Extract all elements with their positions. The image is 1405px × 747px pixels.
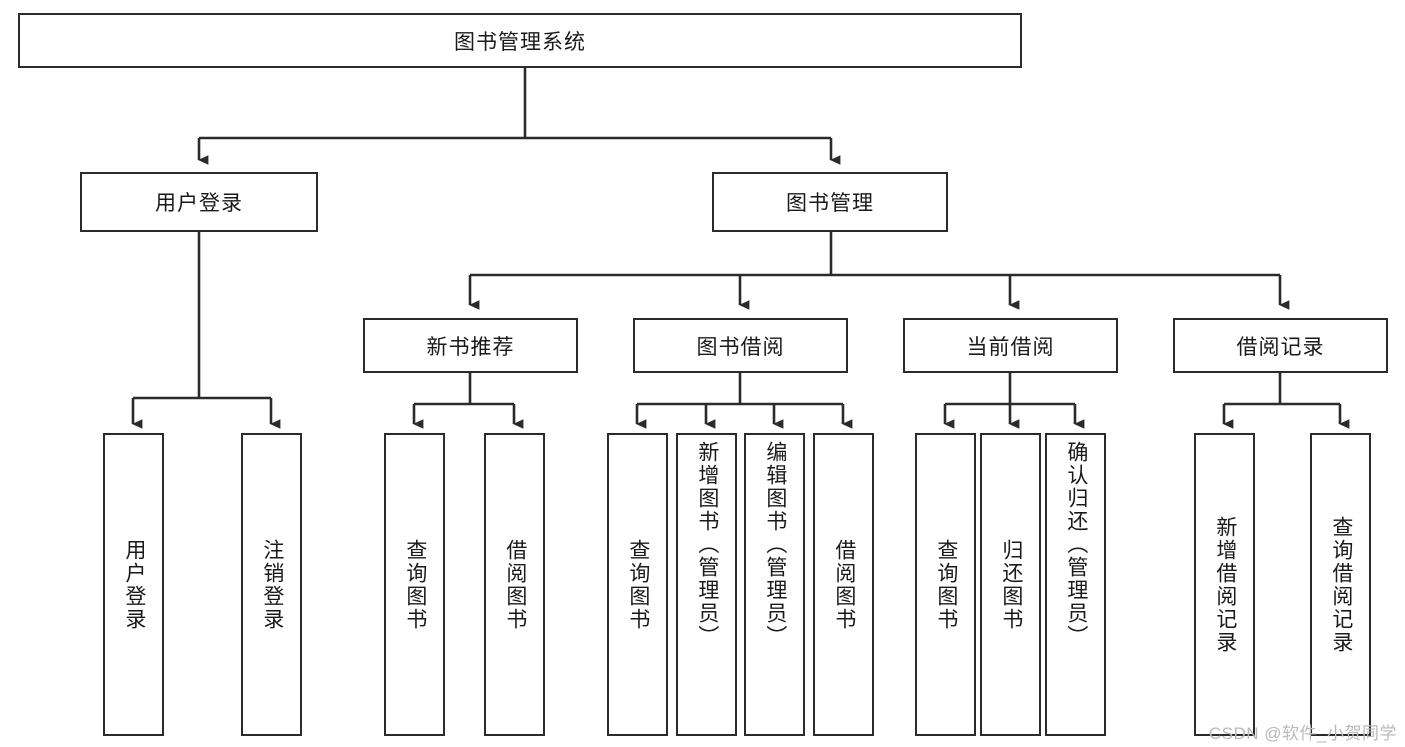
node-current-borrowing-label: 当前借阅 bbox=[966, 335, 1055, 359]
leaf-return-book-label: 归还图书 bbox=[999, 538, 1023, 631]
leaf-user-login[interactable]: 用户登录 bbox=[103, 433, 164, 736]
leaf-confirm-return-admin-label: 确认归还（管理员） bbox=[1064, 441, 1088, 648]
leaf-confirm-return-admin[interactable]: 确认归还（管理员） bbox=[1045, 433, 1106, 736]
leaf-return-book[interactable]: 归还图书 bbox=[980, 433, 1041, 736]
leaf-user-login-label: 用户登录 bbox=[122, 538, 146, 631]
leaf-query-book-borrowing[interactable]: 查询图书 bbox=[607, 433, 668, 736]
node-book-management[interactable]: 图书管理 bbox=[712, 172, 948, 232]
leaf-logout-label: 注销登录 bbox=[260, 538, 284, 631]
leaf-logout[interactable]: 注销登录 bbox=[241, 433, 302, 736]
leaf-add-book-admin-label: 新增图书（管理员） bbox=[695, 441, 719, 648]
node-new-book-recommendation-label: 新书推荐 bbox=[426, 335, 515, 359]
leaf-borrow-book-borrowing[interactable]: 借阅图书 bbox=[813, 433, 874, 736]
leaf-query-borrowing-record-label: 查询借阅记录 bbox=[1329, 515, 1353, 654]
leaf-edit-book-admin[interactable]: 编辑图书（管理员） bbox=[744, 433, 805, 736]
node-current-borrowing[interactable]: 当前借阅 bbox=[903, 318, 1118, 373]
leaf-edit-book-admin-label: 编辑图书（管理员） bbox=[763, 441, 787, 648]
node-borrowing-record[interactable]: 借阅记录 bbox=[1173, 318, 1388, 373]
leaf-add-borrowing-record[interactable]: 新增借阅记录 bbox=[1194, 433, 1255, 736]
leaf-query-borrowing-record[interactable]: 查询借阅记录 bbox=[1310, 433, 1371, 736]
leaf-borrow-book-recommendation[interactable]: 借阅图书 bbox=[484, 433, 545, 736]
csdn-watermark: CSDN @软件_小贺同学 bbox=[1208, 724, 1397, 743]
leaf-borrow-book-recommendation-label: 借阅图书 bbox=[503, 538, 527, 631]
leaf-borrow-book-borrowing-label: 借阅图书 bbox=[832, 538, 856, 631]
leaf-query-book-current-label: 查询图书 bbox=[934, 538, 958, 631]
leaf-query-book-current[interactable]: 查询图书 bbox=[915, 433, 976, 736]
node-book-borrowing[interactable]: 图书借阅 bbox=[633, 318, 848, 373]
node-user-login[interactable]: 用户登录 bbox=[80, 172, 318, 232]
leaf-query-book-recommendation-label: 查询图书 bbox=[403, 538, 427, 631]
leaf-add-borrowing-record-label: 新增借阅记录 bbox=[1213, 515, 1237, 654]
leaf-query-book-recommendation[interactable]: 查询图书 bbox=[384, 433, 445, 736]
node-new-book-recommendation[interactable]: 新书推荐 bbox=[363, 318, 578, 373]
node-root-label: 图书管理系统 bbox=[454, 30, 586, 54]
leaf-add-book-admin[interactable]: 新增图书（管理员） bbox=[676, 433, 737, 736]
node-root[interactable]: 图书管理系统 bbox=[18, 13, 1022, 68]
node-book-borrowing-label: 图书借阅 bbox=[696, 335, 785, 359]
node-borrowing-record-label: 借阅记录 bbox=[1236, 335, 1325, 359]
node-book-management-label: 图书管理 bbox=[786, 192, 874, 215]
node-user-login-label: 用户登录 bbox=[155, 192, 243, 215]
leaf-query-book-borrowing-label: 查询图书 bbox=[626, 538, 650, 631]
